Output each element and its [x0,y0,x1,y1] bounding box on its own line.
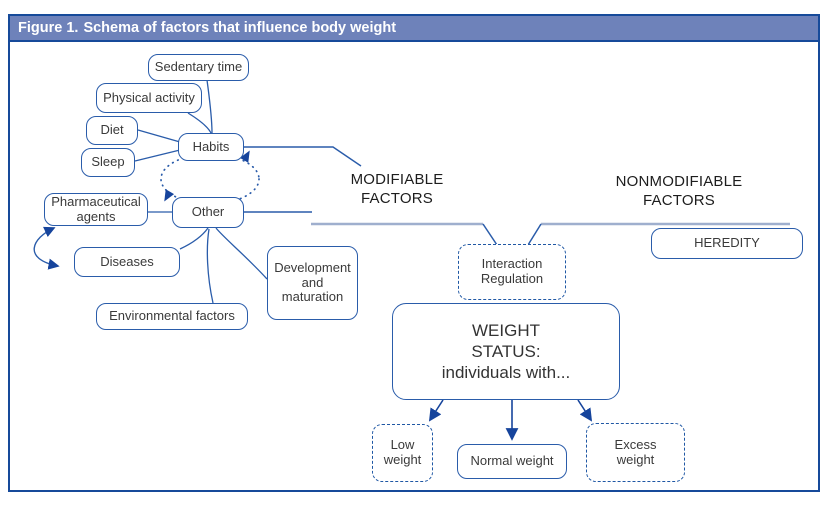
connector-habits-modifiable [244,146,362,167]
node-weight-status-label: WEIGHT STATUS: individuals with... [442,320,571,384]
node-interaction-regulation: Interaction Regulation [458,244,566,300]
node-habits-label: Habits [192,138,230,154]
connector-layer [33,79,790,441]
node-pharmaceutical-agents: Pharmaceutical agents [44,193,148,226]
node-environmental-factors: Environmental factors [96,303,248,330]
loop-arrowhead-down [164,189,175,202]
connector-development-other [215,227,268,280]
loop-arrowhead-up [239,150,250,163]
node-heredity-label: HEREDITY [694,235,760,251]
weight-status-line-3: individuals with... [441,363,571,383]
connector-pharmaceutical-diseases [33,226,60,270]
node-environmental-factors-label: Environmental factors [109,308,235,324]
connector-environmental-other [206,228,214,304]
node-low-weight-label: Low weight [383,437,422,467]
node-sleep-label: Sleep [91,154,125,170]
node-interaction-regulation-label: Interaction Regulation [480,256,544,286]
node-excess-weight: Excess weight [586,423,685,482]
node-excess-weight-label: Excess weight [614,436,657,467]
arrow-weight-excess [577,399,593,422]
node-diet-label: Diet [100,122,124,138]
node-other: Other [172,197,244,228]
node-weight-status: WEIGHT STATUS: individuals with... [392,303,620,400]
figure-number: Figure 1. [18,20,79,36]
bracket-modifiable-diagonal [482,223,498,246]
node-development-maturation: Development and maturation [267,246,358,320]
node-normal-weight-label: Normal weight [470,453,554,469]
arrow-weight-low [428,399,444,422]
node-physical-activity-label: Physical activity [103,89,195,105]
connector-sleep-habits [134,149,181,162]
node-habits: Habits [178,133,244,161]
diagram-canvas: Sedentary time Physical activity Diet Sl… [10,42,818,490]
figure-title: Schema of factors that influence body we… [83,20,397,36]
weight-status-line-1: WEIGHT [471,320,540,340]
node-diet: Diet [86,116,138,145]
node-diseases-label: Diseases [100,253,154,269]
node-heredity: HEREDITY [651,228,803,259]
connector-physical-habits [187,112,212,134]
node-diseases: Diseases [74,247,180,277]
node-normal-weight: Normal weight [457,444,567,479]
node-physical-activity: Physical activity [96,83,202,113]
node-low-weight: Low weight [372,424,433,482]
figure-title-bar: Figure 1. Schema of factors that influen… [10,16,818,42]
connector-diseases-other [179,227,209,250]
node-pharmaceutical-agents-label: Pharmaceutical agents [51,193,141,224]
weight-status-line-2: STATUS: [471,341,541,361]
node-sedentary-time-label: Sedentary time [154,59,243,75]
connector-sedentary-habits [206,79,213,134]
connector-diet-habits [137,129,181,143]
node-sedentary-time: Sedentary time [148,54,249,81]
label-nonmodifiable-factors: NONMODIFIABLE FACTORS [615,173,743,210]
bracket-nonmodifiable-diagonal [527,223,542,246]
label-modifiable-factors: MODIFIABLE FACTORS [350,171,444,208]
figure-frame: Figure 1. Schema of factors that influen… [8,14,820,492]
node-development-maturation-label: Development and maturation [274,260,351,305]
node-other-label: Other [191,204,225,220]
node-sleep: Sleep [81,148,135,177]
